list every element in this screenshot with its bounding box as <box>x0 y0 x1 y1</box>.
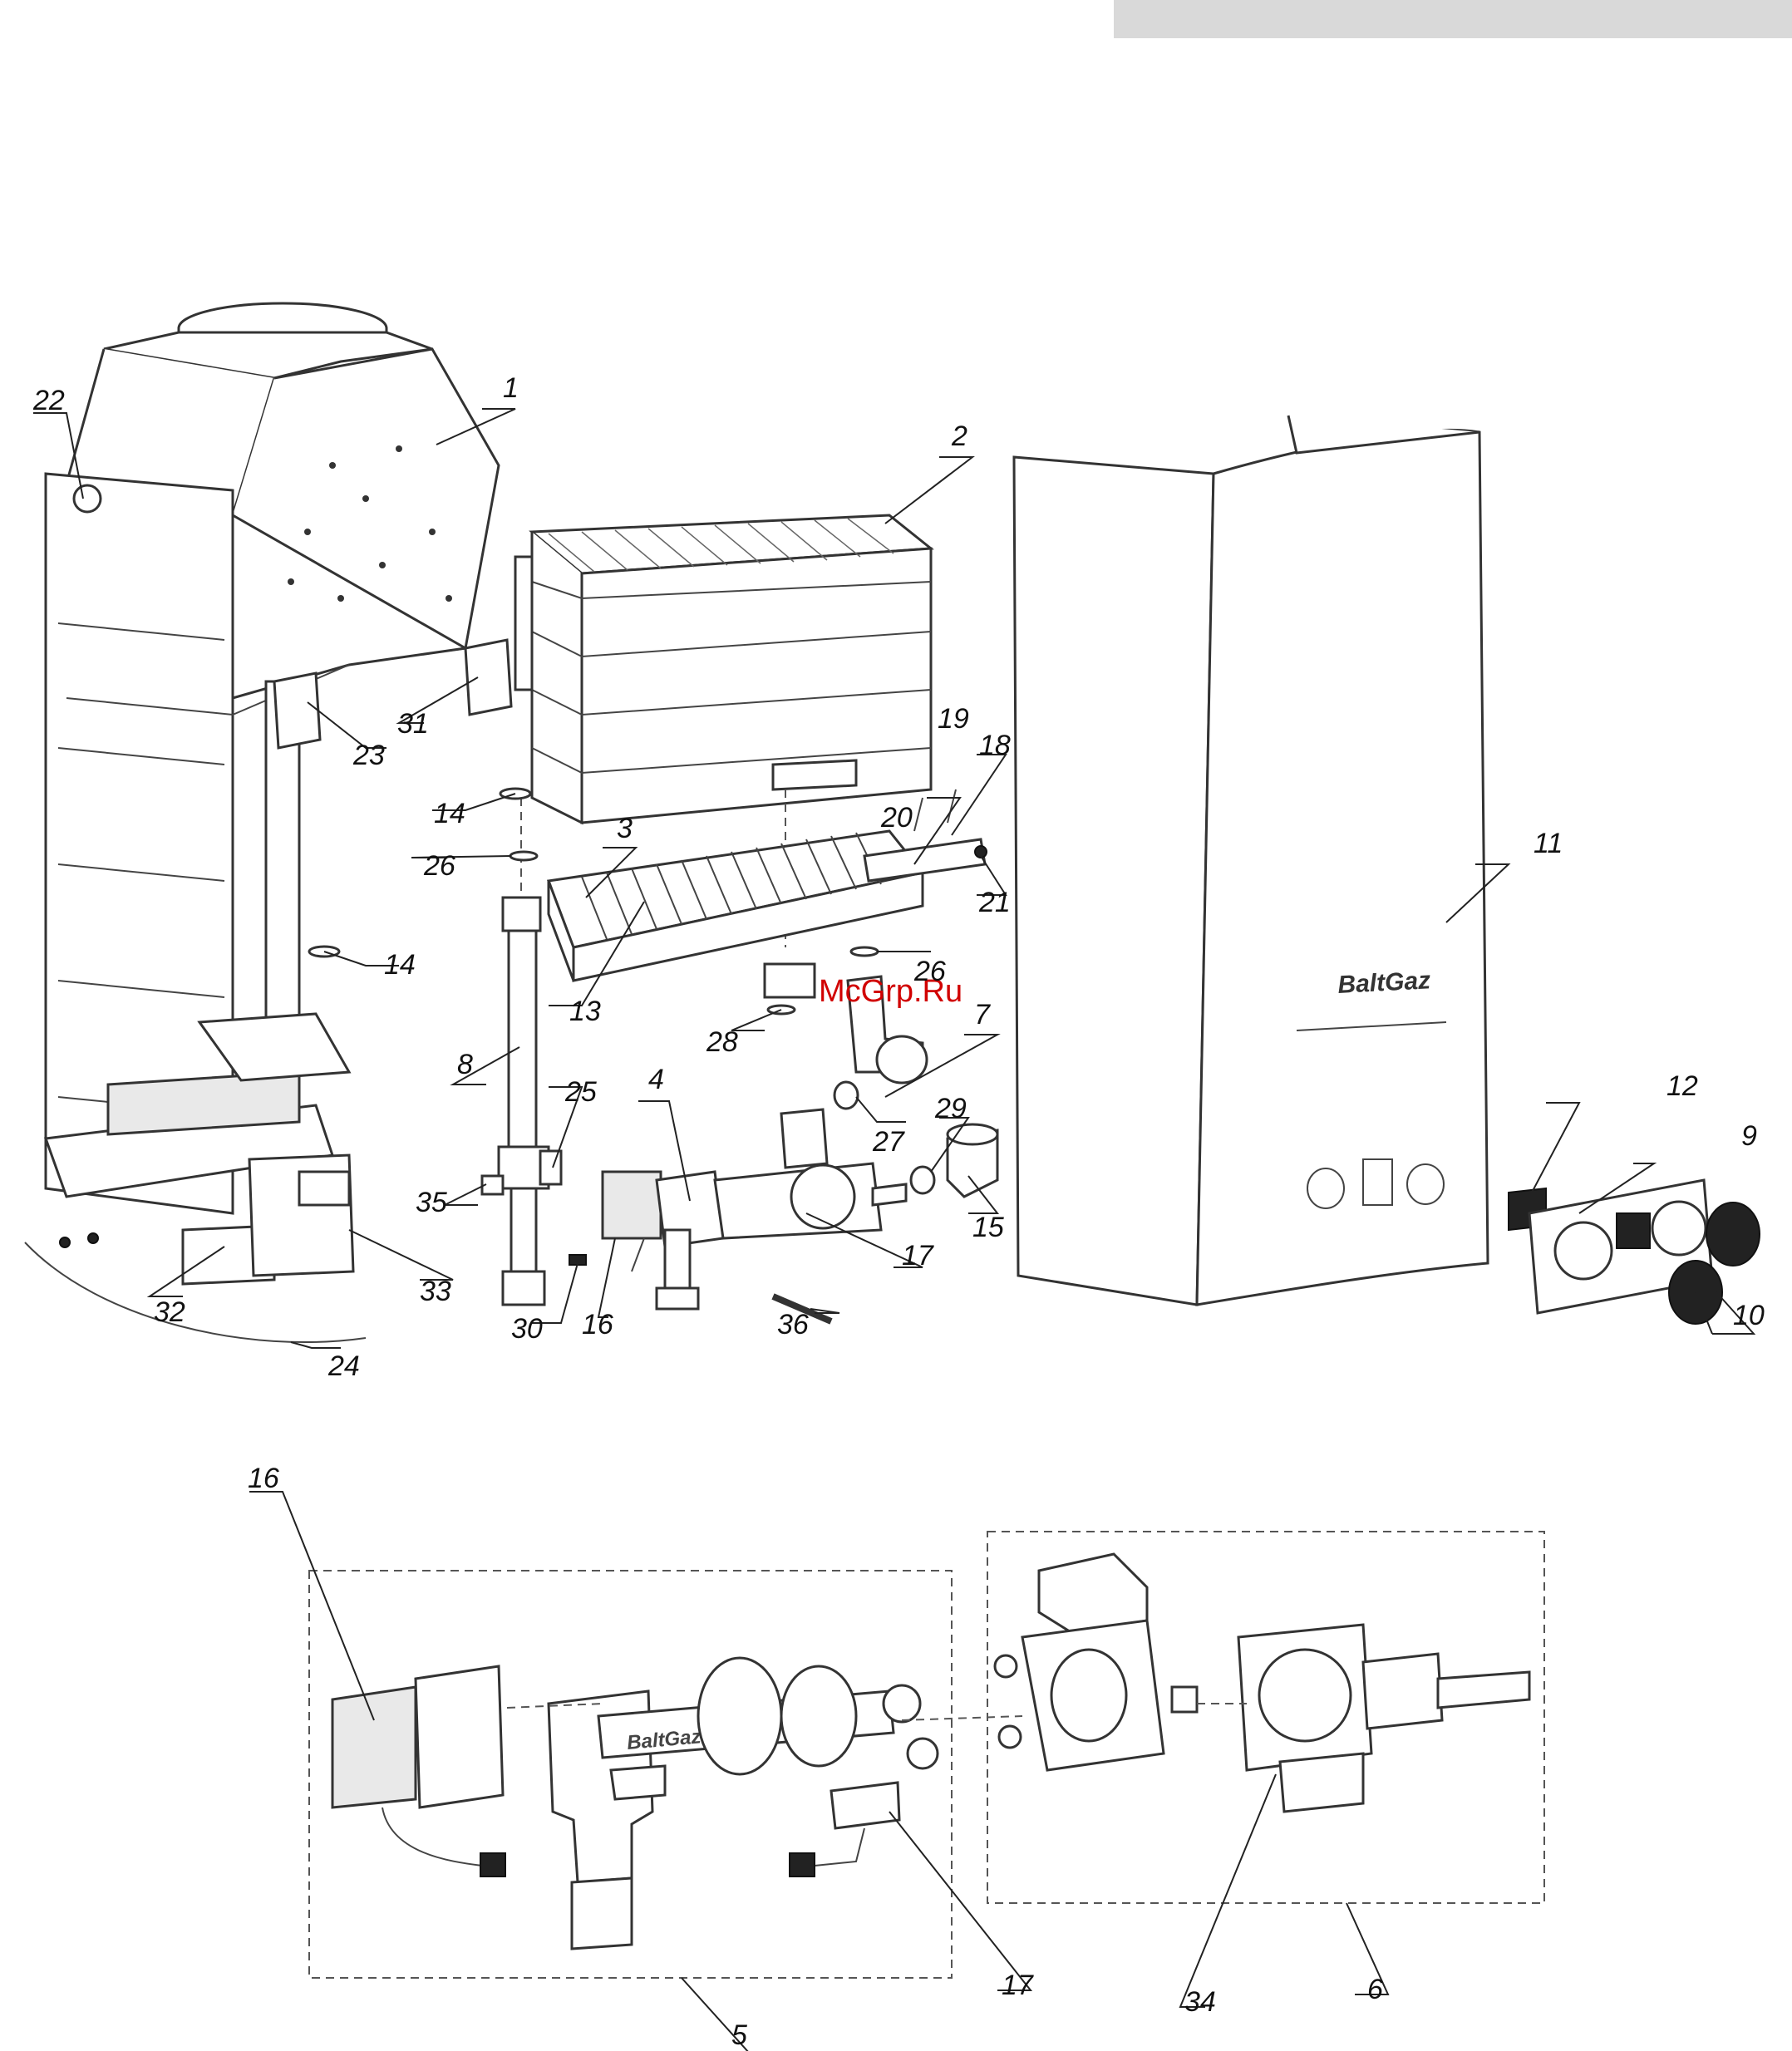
label-part-26-upper: 26 <box>423 850 455 882</box>
label-part-16: 16 <box>582 1309 613 1340</box>
front-cover: BaltGaz <box>1014 416 1488 1305</box>
label-part-15: 15 <box>972 1212 1004 1243</box>
detail-label-16: 16 <box>248 1463 279 1494</box>
detail-label-34: 34 <box>1184 1986 1216 2018</box>
detail-label-5: 5 <box>731 2019 747 2051</box>
label-part-27: 27 <box>872 1126 905 1158</box>
label-part-11: 11 <box>1534 828 1563 859</box>
frame-assembly <box>46 303 511 1247</box>
detail-label-6: 6 <box>1367 1974 1383 2005</box>
label-part-14-upper: 14 <box>434 798 465 829</box>
label-part-21: 21 <box>978 887 1011 918</box>
gas-valve-assembly <box>603 1109 906 1309</box>
label-part-22: 22 <box>32 385 65 416</box>
label-part-19: 19 <box>938 703 969 735</box>
label-part-28: 28 <box>706 1026 738 1058</box>
label-part-24: 24 <box>327 1350 360 1382</box>
label-part-9: 9 <box>1741 1120 1757 1152</box>
label-part-10: 10 <box>1733 1300 1765 1331</box>
label-part-20: 20 <box>880 802 913 834</box>
label-part-31: 31 <box>397 708 429 740</box>
label-part-18: 18 <box>979 730 1011 761</box>
label-part-26-lower: 26 <box>913 956 946 987</box>
label-part-1: 1 <box>503 372 519 404</box>
label-part-29: 29 <box>934 1093 967 1124</box>
label-part-33: 33 <box>420 1276 451 1307</box>
label-part-2: 2 <box>951 421 967 452</box>
label-part-13: 13 <box>569 996 601 1027</box>
label-part-30: 30 <box>511 1313 543 1345</box>
detail-label-17: 17 <box>1002 1970 1034 2001</box>
label-part-7: 7 <box>974 999 991 1030</box>
front-cover-brand: BaltGaz <box>1337 966 1431 999</box>
label-part-32: 32 <box>154 1296 185 1328</box>
label-part-3: 3 <box>617 813 633 844</box>
label-part-35: 35 <box>416 1187 447 1218</box>
label-part-17: 17 <box>902 1240 934 1271</box>
label-part-8: 8 <box>457 1049 473 1080</box>
heat-exchanger <box>515 515 931 823</box>
detail-water-unit <box>995 1554 1529 1812</box>
label-part-23: 23 <box>352 740 385 771</box>
label-part-12: 12 <box>1666 1070 1698 1102</box>
header-bar <box>1114 0 1792 38</box>
detail-gas-valve: BaltGaz <box>332 1658 1022 1949</box>
label-part-14-lower: 14 <box>384 949 416 981</box>
control-panel <box>1509 1180 1760 1324</box>
label-part-36: 36 <box>777 1309 809 1340</box>
label-part-25: 25 <box>564 1076 597 1108</box>
label-part-4: 4 <box>648 1064 664 1095</box>
